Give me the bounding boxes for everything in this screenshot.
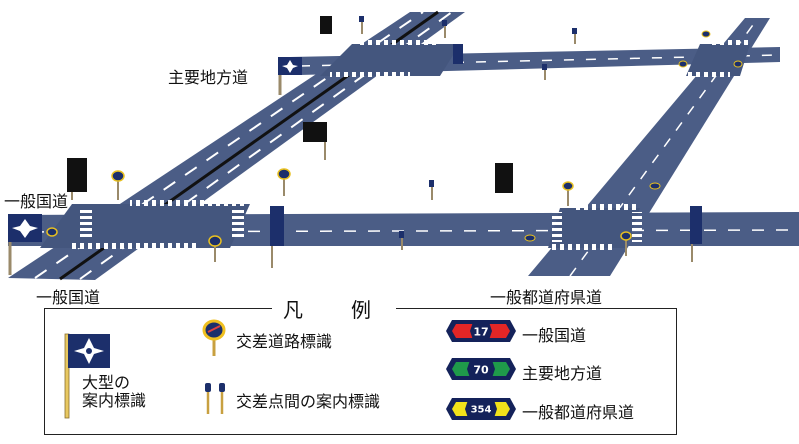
between-intersection-sign-7: [678, 30, 743, 68]
legend-large-sign-text: 大型の 案内標識: [82, 373, 147, 410]
legend-large-sign-icon: [64, 333, 110, 419]
large-guide-sign-blue-2: [690, 206, 702, 262]
between-intersection-sign-4: [572, 28, 577, 44]
between-intersection-sign-6: [442, 20, 447, 38]
crosswalk-ll-top: [130, 200, 245, 206]
crosswalk-lr-bottom: [550, 244, 612, 250]
legend-box: [44, 308, 677, 435]
legend-route-shields: 17 70 354: [446, 320, 516, 420]
route-shield-70-number: 70: [473, 364, 489, 377]
legend-route-label-major-local: 主要地方道: [522, 364, 603, 383]
route-shield-354: 354: [446, 398, 516, 420]
intersection-lower-left: [40, 204, 250, 248]
large-guide-sign-back-1: [67, 158, 87, 200]
label-national-road-left: 一般国道: [4, 192, 69, 211]
between-intersection-sign-2: [399, 231, 404, 250]
intersection-upper-left: [320, 44, 460, 76]
large-guide-sign-back-4: [495, 163, 513, 193]
crosswalk-lr-right: [632, 212, 642, 242]
route-shield-354-number: 354: [471, 405, 492, 416]
intersection-road-sign-8: [649, 182, 661, 190]
intersection-upper-right: [686, 44, 750, 76]
large-guide-sign-top: [278, 57, 302, 95]
intersection-road-sign-6: [46, 227, 58, 237]
intersection-road-sign-2: [277, 168, 291, 196]
crosswalk-ur-bottom: [688, 72, 730, 77]
large-guide-sign-back-2: [303, 122, 327, 160]
crosswalk-ll-left: [80, 208, 92, 240]
crosswalk-ur-top: [708, 40, 750, 45]
crosswalk-ul-top: [360, 40, 440, 45]
intersection-road-sign-7: [524, 234, 536, 242]
intersection-lower-right: [548, 208, 640, 248]
label-major-local-road-top: 主要地方道: [168, 68, 249, 87]
crosswalk-lr-top: [575, 204, 637, 210]
label-prefectural-road-bottom: 一般都道府県道: [490, 288, 603, 307]
legend-intersection-sign-icon: [202, 319, 226, 356]
legend-title: 凡 例: [272, 294, 396, 323]
legend-between-sign-text: 交差点間の案内標識: [236, 392, 381, 411]
route-shield-70: 70: [446, 358, 516, 380]
intersection-road-sign-3: [208, 235, 222, 262]
crosswalk-ul-bottom: [330, 72, 410, 77]
crosswalk-lr-left: [552, 212, 562, 242]
legend-route-label-prefectural: 一般都道府県道: [522, 403, 635, 422]
intersection-road-sign-4: [562, 181, 574, 206]
between-intersection-sign-5: [359, 16, 364, 34]
between-intersection-sign-1: [429, 180, 434, 200]
label-national-road-bottom: 一般国道: [36, 288, 101, 307]
legend-route-label-national: 一般国道: [522, 326, 587, 345]
legend-between-sign-icon: [205, 383, 225, 414]
large-guide-sign-back-3: [320, 16, 332, 34]
road-network-scene: [7, 10, 799, 281]
large-guide-sign-blue-1: [270, 206, 284, 268]
intersection-road-sign-1: [111, 170, 125, 200]
crosswalk-ll-right: [232, 208, 244, 240]
large-guide-sign-blue-3: [453, 44, 463, 64]
route-shield-17: 17: [446, 320, 516, 342]
route-shield-17-number: 17: [473, 326, 488, 339]
legend-intersection-sign-text: 交差道路標識: [236, 332, 333, 351]
crosswalk-ll-bottom: [70, 243, 200, 249]
between-intersection-sign-3: [542, 64, 547, 80]
intersection-road-sign-5: [620, 231, 632, 256]
large-guide-sign-left: [8, 214, 42, 275]
